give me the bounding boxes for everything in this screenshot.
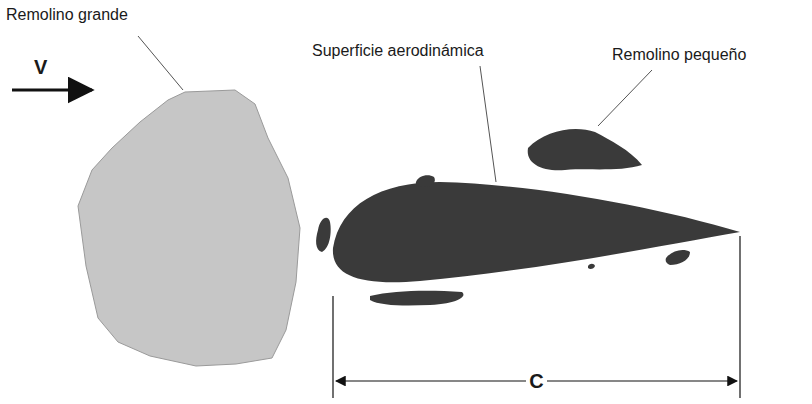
- velocity-label: V: [34, 56, 47, 79]
- large-eddy: [78, 90, 300, 366]
- eddy-label: Remolino pequeño: [612, 46, 746, 64]
- chord-dimension: [333, 236, 740, 398]
- velocity-arrow: [12, 89, 92, 92]
- eddy-label: Remolino grande: [6, 6, 128, 24]
- small-eddies: [316, 129, 690, 306]
- airfoil: [333, 182, 740, 282]
- leader-lines: [138, 36, 652, 182]
- chord-label: C: [526, 370, 546, 393]
- airfoil-label: Superficie aerodinámica: [312, 42, 484, 60]
